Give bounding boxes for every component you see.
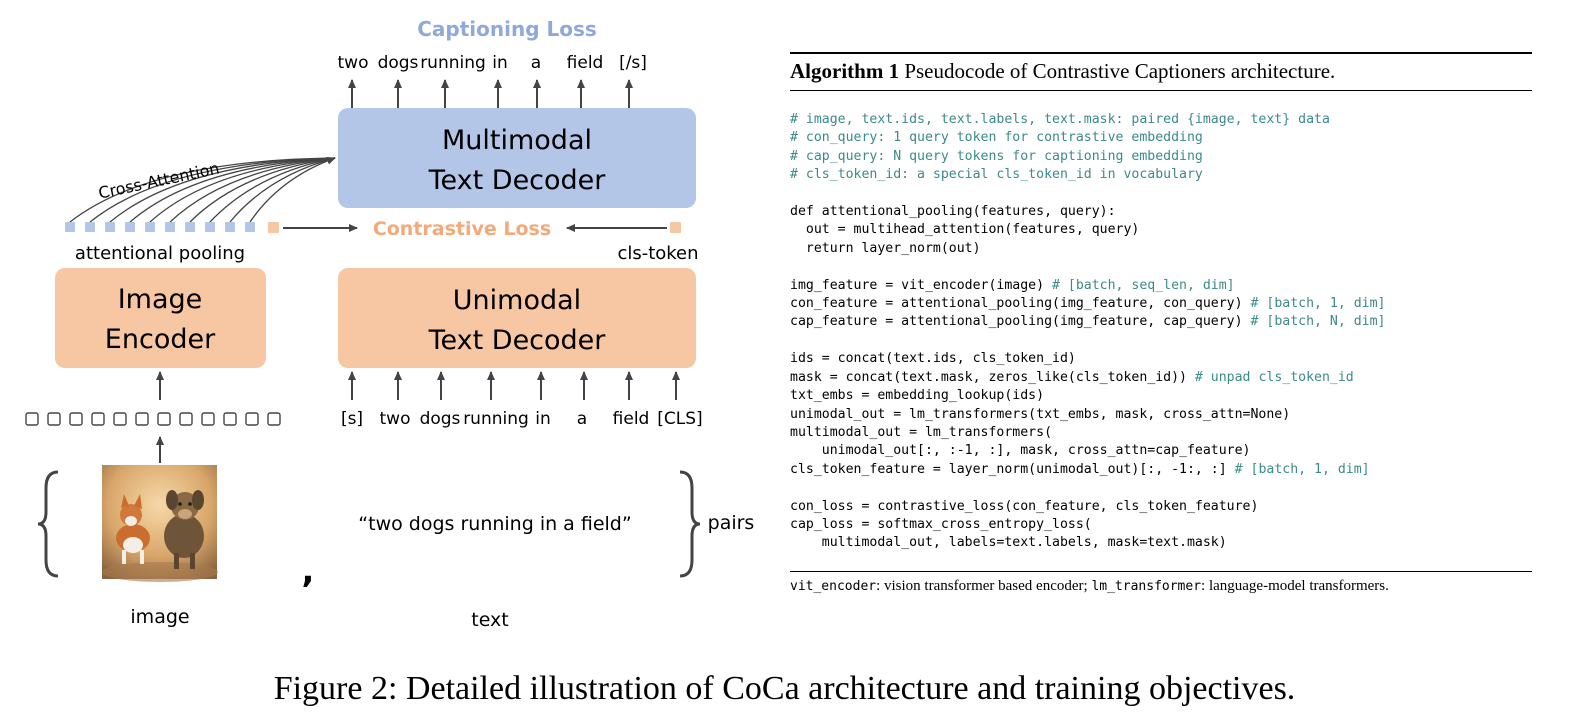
input-token: dogs [420,409,461,429]
unimodal-decoder-label-line2: Text Decoder [428,325,607,356]
algorithm-title-text: Pseudocode of Contrastive Captioners arc… [904,59,1336,83]
code-line: out = multihead_attention(features, quer… [790,222,1140,238]
image-encoder-label-line2: Encoder [105,324,216,355]
cls-token-square [670,222,681,233]
input-arrows [156,371,680,400]
cross-attention-label: Cross-Attention [97,159,221,203]
input-token: field [613,409,650,429]
input-token: in [535,409,551,429]
output-token: two [338,53,369,73]
code-comment: # [batch, seq_len, dim] [1052,277,1235,293]
pair-text-example: “two dogs running in a field” [358,513,631,535]
algorithm-box: Algorithm 1 Pseudocode of Contrastive Ca… [790,52,1532,595]
code-line: multimodal_out, labels=text.labels, mask… [790,535,1227,551]
text-label: text [471,609,509,631]
code-comment: # [batch, N, dim] [1250,314,1386,330]
right-brace [679,470,701,578]
output-token: in [492,53,508,73]
input-token: a [577,409,587,429]
captioning-loss-label: Captioning Loss [417,17,597,41]
algorithm-title: Algorithm 1 Pseudocode of Contrastive Ca… [790,54,1532,90]
input-tokens: [s] two dogs running in a field [CLS] [341,409,703,429]
contrastive-loss-label: Contrastive Loss [373,218,551,240]
code-line: multimodal_out = lm_transformers( [790,424,1053,440]
footnote-text: : vision transformer based encoder; [876,577,1092,594]
attentional-pooling-label: attentional pooling [75,243,245,264]
output-token: [/s] [619,53,647,73]
code-line: con_loss = contrastive_loss(con_feature,… [790,498,1259,514]
code-comment: # con_query: 1 query token for contrasti… [790,130,1203,146]
left-brace [37,470,59,578]
code-comment: # image, text.ids, text.labels, text.mas… [790,112,1330,127]
output-token: running [420,53,486,73]
footnote-code: vit_encoder [790,578,877,594]
dog-photo [102,465,218,582]
code-comment: # cls_token_id: a special cls_token_id i… [790,167,1203,183]
code-line: img_feature = vit_encoder(image) [790,277,1053,293]
output-arrows [348,79,633,108]
algorithm-bottom-rule [790,570,1532,572]
pseudocode: # image, text.ids, text.labels, text.mas… [790,91,1532,571]
code-comment: # [batch, 1, dim] [1250,296,1386,312]
multimodal-decoder-label-line1: Multimodal [442,125,592,156]
unimodal-text-decoder-box [338,268,696,368]
code-line: con_feature = attentional_pooling(img_fe… [790,296,1251,312]
attentional-pooling-tokens [65,222,255,232]
footnote-code: lm_transformer [1091,578,1202,594]
image-patch-tokens [25,412,281,426]
algorithm-label: Algorithm 1 [790,59,900,83]
algorithm-top-rule [790,52,1532,54]
cross-attention-lines [69,156,336,223]
input-token: two [380,409,411,429]
code-line: cls_token_feature = layer_norm(unimodal_… [790,461,1235,477]
image-label: image [130,606,189,628]
algorithm-footnote: vit_encoder: vision transformer based en… [790,572,1532,595]
contrastive-image-token [268,222,279,233]
input-token: running [463,409,529,429]
multimodal-text-decoder-box [338,108,696,208]
output-token: dogs [378,53,419,73]
code-comment: # unpad cls_token_id [1194,369,1354,385]
code-line: ids = concat(text.ids, cls_token_id) [790,351,1076,367]
output-token: a [531,53,541,73]
input-token: [CLS] [657,409,702,429]
footnote-text: : language-model transformers. [1201,577,1389,594]
code-comment: # cap_query: N query tokens for captioni… [790,148,1203,164]
code-line: cap_loss = softmax_cross_entropy_loss( [790,516,1092,532]
output-token: field [567,53,604,73]
code-line: mask = concat(text.mask, zeros_like(cls_… [790,369,1195,385]
code-comment: # [batch, 1, dim] [1234,461,1370,477]
image-encoder-box [55,268,266,368]
coca-architecture-diagram: Captioning Loss two dogs running in a fi… [25,17,755,631]
pairs-label: pairs [708,512,755,534]
input-token: [s] [341,409,363,429]
code-line: cap_feature = attentional_pooling(img_fe… [790,314,1251,330]
code-line: txt_embs = embedding_lookup(ids) [790,388,1045,404]
unimodal-decoder-label-line1: Unimodal [453,285,581,316]
multimodal-decoder-label-line2: Text Decoder [428,165,607,196]
cls-token-label: cls-token [617,243,698,264]
figure-caption: Figure 2: Detailed illustration of CoCa … [273,670,1296,707]
code-line: unimodal_out = lm_transformers(txt_embs,… [790,406,1291,422]
output-tokens: two dogs running in a field [/s] [338,53,647,73]
code-line: unimodal_out[:, :-1, :], mask, cross_att… [790,443,1251,459]
algorithm-title-rule [790,90,1532,91]
pair-comma: , [302,551,315,591]
image-encoder-label-line1: Image [118,284,203,315]
code-line: def attentional_pooling(features, query)… [790,204,1116,220]
code-line: return layer_norm(out) [790,240,981,256]
